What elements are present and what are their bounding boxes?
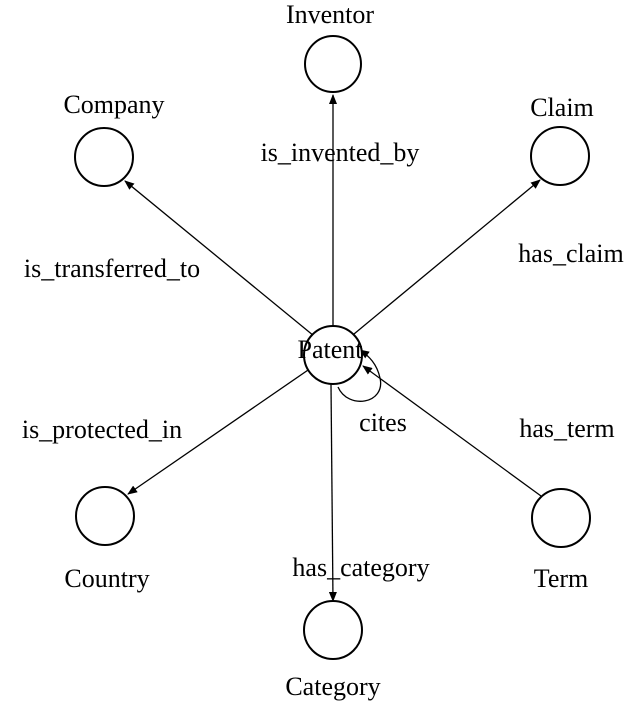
edge-label-is-protected-in: is_protected_in	[22, 415, 182, 444]
edge-has-term	[362, 365, 542, 497]
edge-label-is-transferred-to: is_transferred_to	[24, 254, 200, 283]
edge-is-transferred-to	[124, 180, 315, 337]
edge-label-has-term: has_term	[519, 414, 614, 443]
node-term	[531, 488, 591, 548]
node-category	[303, 600, 363, 660]
edge-cites-self-loop	[337, 349, 382, 402]
edge-label-has-claim: has_claim	[518, 239, 623, 268]
node-country	[75, 486, 135, 546]
node-inventor	[304, 35, 362, 93]
node-label-inventor: Inventor	[286, 0, 374, 29]
node-company	[74, 127, 134, 187]
node-label-term: Term	[534, 564, 589, 593]
node-patent	[303, 325, 363, 385]
node-claim	[530, 126, 590, 186]
edge-has-claim	[353, 179, 541, 335]
edge-label-has-category: has_category	[292, 553, 429, 582]
node-label-patent: Patent	[298, 335, 364, 364]
edge-label-cites: cites	[359, 408, 407, 437]
node-label-category: Category	[285, 672, 380, 701]
edge-label-is-invented-by: is_invented_by	[261, 138, 420, 167]
node-label-country: Country	[64, 564, 149, 593]
edge-has-category	[328, 383, 337, 602]
edge-is-protected-in	[127, 367, 312, 495]
node-label-claim: Claim	[530, 93, 594, 122]
node-label-company: Company	[63, 90, 164, 119]
